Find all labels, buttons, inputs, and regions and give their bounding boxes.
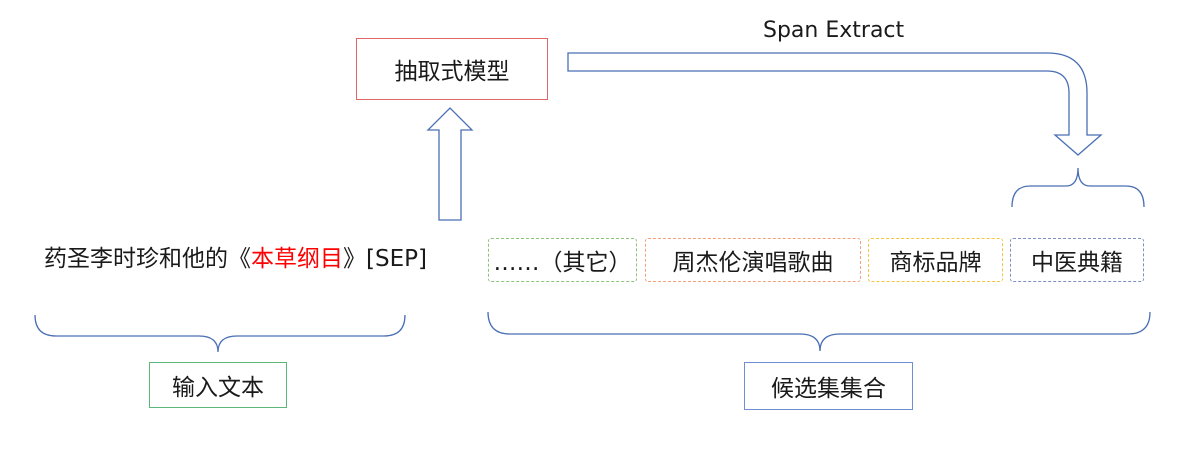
target-candidate-brace [1011,167,1145,208]
candidate-label: 周杰伦演唱歌曲 [672,250,834,276]
candidate-set-group-label: 候选集集合 [744,362,913,410]
up-arrow [426,107,474,221]
candidate-label: 商标品牌 [889,250,982,276]
candidate-label: ……（其它） [493,250,632,276]
input-text-group-text: 输入文本 [172,375,264,401]
input-text-prefix: 药圣李时珍和他的《 [44,246,251,272]
candidate-tcm-classic: 中医典籍 [1010,238,1144,282]
candidate-song: 周杰伦演唱歌曲 [645,238,861,282]
extraction-model-box: 抽取式模型 [356,38,548,100]
input-text: 药圣李时珍和他的《本草纲目》[SEP] [44,248,427,271]
candidate-other: ……（其它） [488,238,637,282]
input-text-suffix: 》[SEP] [343,246,427,272]
extraction-model-label: 抽取式模型 [394,59,510,85]
input-text-highlight: 本草纲目 [251,246,343,272]
candidate-brand: 商标品牌 [868,238,1003,282]
input-text-brace [34,314,406,353]
span-extract-arrow [567,52,1103,156]
input-text-group-label: 输入文本 [149,362,287,408]
candidate-label: 中医典籍 [1031,250,1123,276]
candidate-set-brace [487,311,1151,352]
span-extract-label: Span Extract [763,18,905,43]
candidate-set-group-text: 候选集集合 [771,376,886,402]
